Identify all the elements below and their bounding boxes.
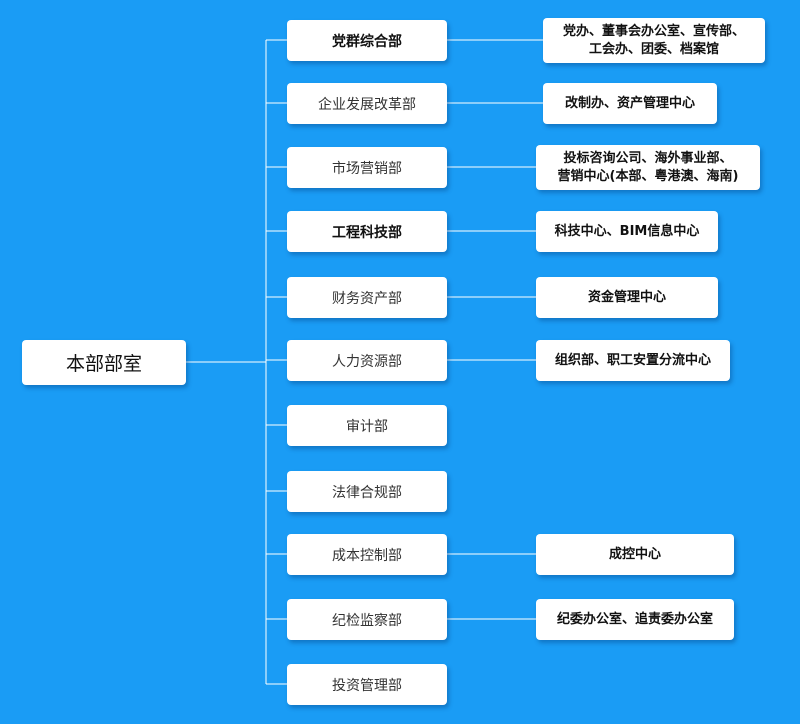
dept-engineering-tech: 工程科技部 <box>287 211 447 252</box>
dept-legal: 法律合规部 <box>287 471 447 512</box>
dept-enterprise-development: 企业发展改革部 <box>287 83 447 124</box>
sub-discipline: 纪委办公室、追责委办公室 <box>536 599 734 640</box>
root-node: 本部部室 <box>22 340 186 385</box>
dept-finance: 财务资产部 <box>287 277 447 318</box>
dept-hr: 人力资源部 <box>287 340 447 381</box>
dept-cost-control: 成本控制部 <box>287 534 447 575</box>
sub-party-general: 党办、董事会办公室、宣传部、 工会办、团委、档案馆 <box>543 18 765 63</box>
sub-finance: 资金管理中心 <box>536 277 718 318</box>
dept-investment: 投资管理部 <box>287 664 447 705</box>
sub-hr: 组织部、职工安置分流中心 <box>536 340 730 381</box>
sub-enterprise-development: 改制办、资产管理中心 <box>543 83 717 124</box>
sub-marketing: 投标咨询公司、海外事业部、 营销中心(本部、粤港澳、海南) <box>536 145 760 190</box>
sub-cost-control: 成控中心 <box>536 534 734 575</box>
dept-discipline: 纪检监察部 <box>287 599 447 640</box>
sub-engineering-tech: 科技中心、BIM信息中心 <box>536 211 718 252</box>
dept-marketing: 市场营销部 <box>287 147 447 188</box>
dept-audit: 审计部 <box>287 405 447 446</box>
dept-party-general: 党群综合部 <box>287 20 447 61</box>
